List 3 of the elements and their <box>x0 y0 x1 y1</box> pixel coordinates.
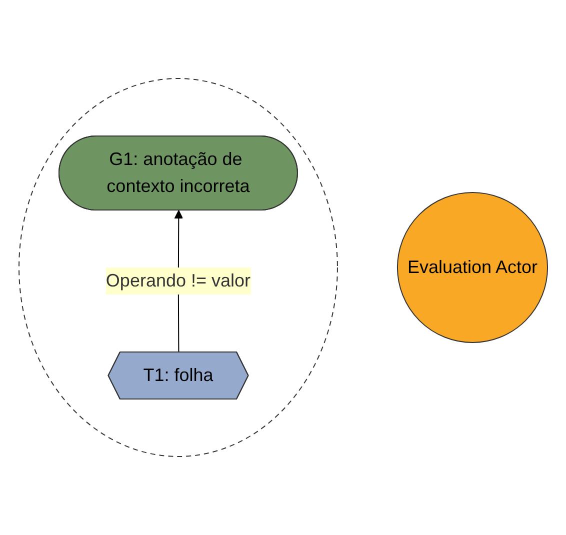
cluster <box>18 78 338 457</box>
edge-label: Operando != valor <box>106 270 250 290</box>
node-circle: Evaluation Actor <box>396 192 548 344</box>
